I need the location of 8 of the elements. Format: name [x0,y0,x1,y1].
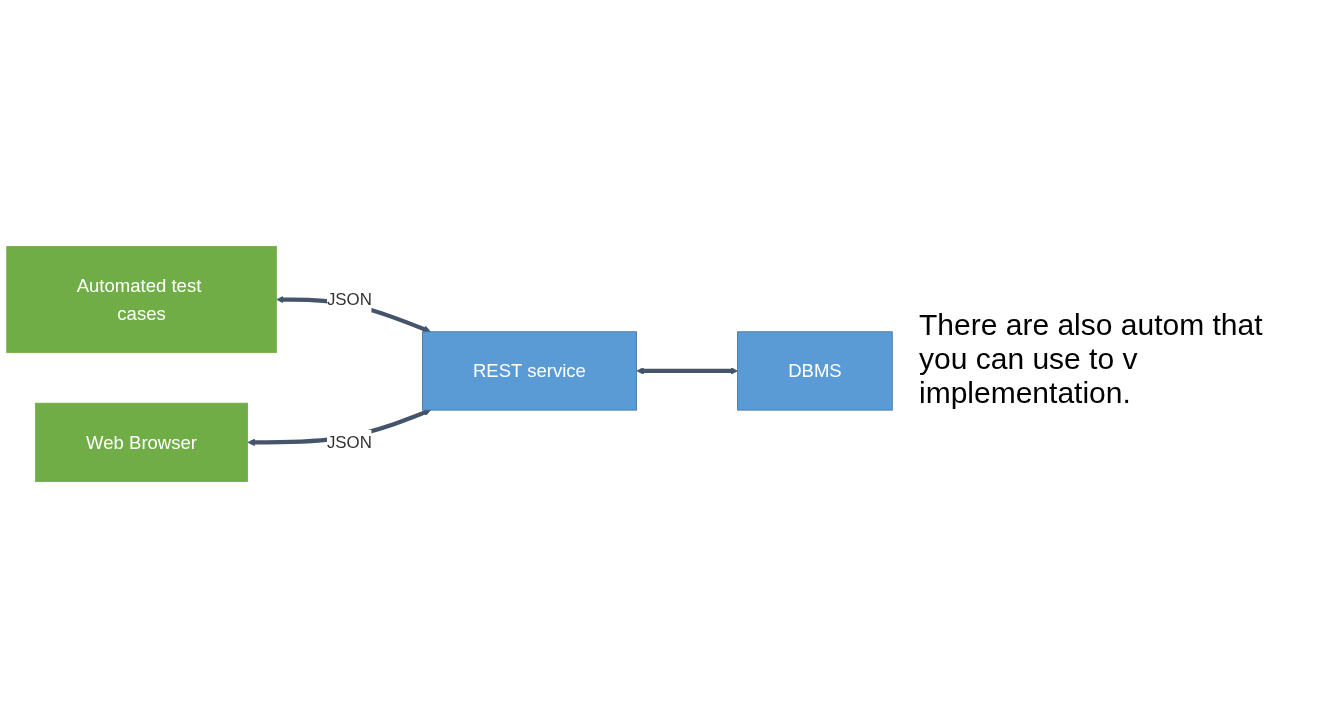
node-box: Web Browser [35,402,248,482]
node-box: DBMS [737,330,893,411]
note-text: There are also autom that you can use to v implementation. [919,307,1264,410]
node-box: REST service [422,330,637,411]
edge-label: JSON [326,432,372,452]
node-box: Automated test cases [6,245,277,353]
arrow [636,366,738,375]
edge-label: JSON [326,289,372,309]
